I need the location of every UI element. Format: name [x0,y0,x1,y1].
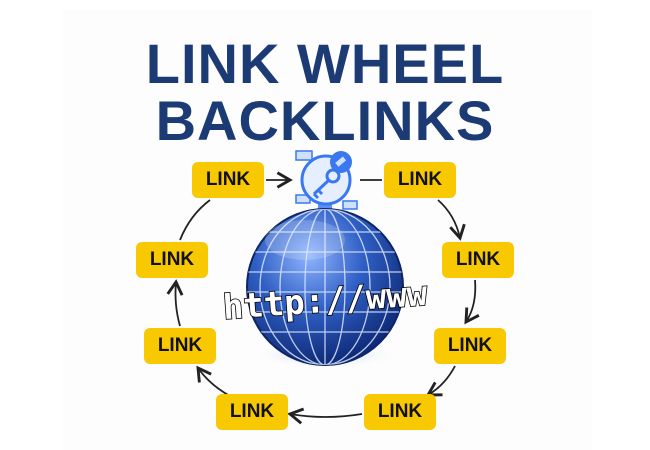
link-box-8: LINK [136,242,208,278]
link-box-6: LINK [216,394,288,430]
arrow-link2-link3 [437,199,466,241]
link-box-7: LINK [144,328,216,364]
key-icon [295,150,358,210]
link-box-3: LINK [442,242,514,278]
link-box-1: LINK [192,162,264,198]
arrow-link3-link4 [464,279,480,325]
arrow-link5-link6 [287,407,363,425]
globe-icon [246,200,404,369]
arrow-link7-link8 [166,279,184,327]
title-line-2: BACKLINKS [155,89,495,152]
link-box-5: LINK [364,394,436,430]
arrow-link4-link5 [425,365,456,397]
link-box-4: LINK [434,328,506,364]
arrow-link6-link7 [196,365,231,397]
link-box-2: LINK [384,162,456,198]
line-link8-link1 [179,199,211,241]
title-line-1: LINK WHEEL [145,32,505,95]
